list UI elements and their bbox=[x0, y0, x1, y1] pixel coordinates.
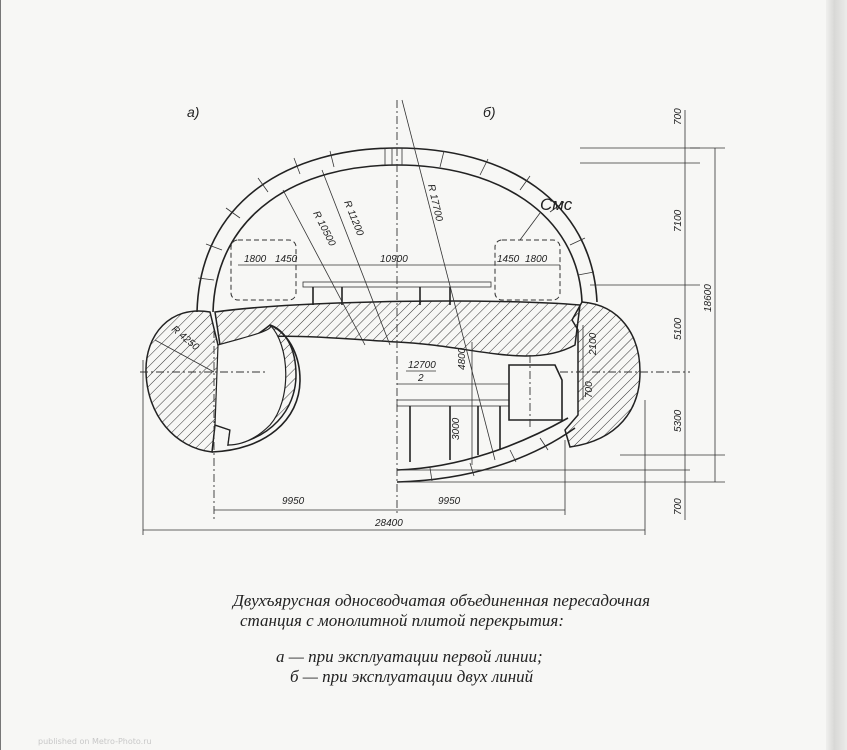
dim-right-7100: 7100 bbox=[673, 209, 684, 232]
dim-half-span-numerator: 12700 bbox=[408, 360, 436, 371]
variant-label-b: б) bbox=[483, 104, 496, 120]
dim-height-2100: 2100 bbox=[588, 332, 599, 356]
upper-platform bbox=[230, 239, 561, 305]
dim-width-1800-right: 1800 bbox=[525, 254, 548, 265]
radius-11200: R 11200 bbox=[341, 199, 365, 238]
dim-right-700-top: 700 bbox=[673, 108, 684, 125]
dimension-lines bbox=[142, 110, 725, 535]
dim-bottom-9950-right: 9950 bbox=[438, 496, 461, 507]
dim-total-height-18600: 18600 bbox=[703, 284, 714, 312]
radius-17700: R 17700 bbox=[425, 183, 444, 223]
dim-height-3000: 3000 bbox=[451, 417, 462, 440]
dim-bottom-9950-left: 9950 bbox=[282, 496, 305, 507]
element-label-smc: Смс bbox=[540, 195, 573, 214]
dim-right-5300: 5300 bbox=[673, 409, 684, 432]
dim-height-700-inner: 700 bbox=[584, 381, 595, 398]
dim-width-1450-right: 1450 bbox=[497, 254, 520, 265]
caption-item-b: б — при эксплуатации двух линий bbox=[290, 667, 534, 686]
lower-platform bbox=[396, 355, 563, 462]
page-binding-shadow bbox=[826, 0, 847, 750]
dim-half-span-denominator: 2 bbox=[417, 373, 424, 384]
radius-10500: R 10500 bbox=[310, 209, 337, 248]
dim-right-5100: 5100 bbox=[673, 317, 684, 340]
radius-lines bbox=[154, 99, 496, 461]
dim-width-1450-left: 1450 bbox=[275, 254, 298, 265]
variant-label-a: а) bbox=[187, 104, 199, 120]
dim-width-1800-left: 1800 bbox=[244, 254, 267, 265]
train-envelope-left bbox=[230, 239, 297, 301]
page-left-edge bbox=[0, 0, 1, 750]
left-side-tunnel bbox=[145, 310, 301, 453]
dim-bottom-28400: 28400 bbox=[374, 518, 403, 529]
caption-title-line1: Двухъярусная односводчатая объединенная … bbox=[233, 591, 650, 610]
watermark: published on Metro-Photo.ru bbox=[38, 737, 152, 746]
right-side-tunnel bbox=[564, 301, 641, 448]
train-envelope-right bbox=[494, 239, 561, 301]
dim-right-700-bottom: 700 bbox=[673, 498, 684, 515]
caption-title-line2: станция с монолитной плитой перекрытия: bbox=[240, 611, 564, 630]
floor-slab bbox=[214, 300, 581, 357]
dim-width-10900: 10900 bbox=[380, 254, 408, 265]
caption-item-a: а — при эксплуатации первой линии; bbox=[276, 647, 543, 666]
lower-invert bbox=[396, 417, 576, 483]
dim-height-4800: 4800 bbox=[457, 347, 468, 370]
